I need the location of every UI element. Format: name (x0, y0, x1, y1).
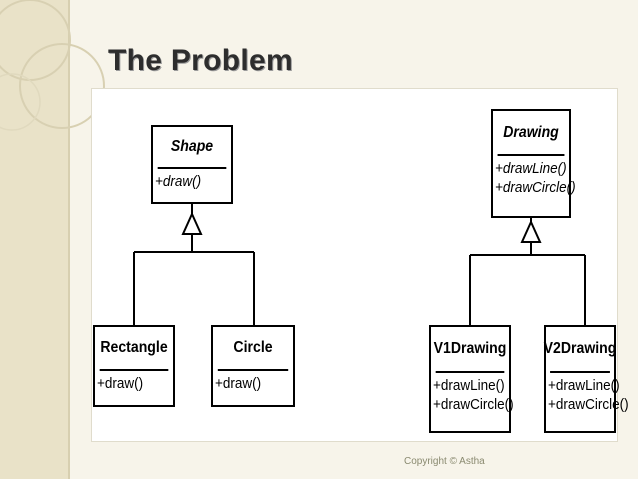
class-v2drawing-method-drawcircle: +drawCircle() (548, 396, 629, 413)
class-rectangle-name: Rectangle (99, 327, 169, 371)
class-drawing-methods: +drawLine() +drawCircle() (493, 156, 576, 197)
deco-circle-1 (0, 0, 71, 81)
decorative-circles (0, 0, 105, 131)
class-shape-name: Shape (157, 127, 227, 169)
class-v1drawing: V1Drawing +drawLine() +drawCircle() (429, 325, 514, 433)
class-circle-method-draw: +draw() (215, 375, 262, 392)
class-v1drawing-method-drawline: +drawLine() (433, 377, 505, 394)
class-v1drawing-method-drawcircle: +drawCircle() (433, 396, 514, 413)
inheritance-connectors (133, 202, 586, 325)
class-drawing-name: Drawing (497, 111, 565, 156)
shape-generalization-arrow (181, 211, 203, 235)
class-circle-methods: +draw() (213, 371, 293, 393)
class-rectangle-methods: +draw() (95, 371, 173, 393)
class-shape: Shape +draw() (151, 125, 233, 204)
class-shape-methods: +draw() (153, 169, 231, 191)
class-v2drawing-methods: +drawLine() +drawCircle() (546, 373, 629, 414)
class-circle: Circle +draw() (211, 325, 295, 407)
copyright-footer: Copyright © Astha (404, 456, 485, 467)
class-shape-method-draw: +draw() (155, 173, 202, 190)
deco-circle-3 (0, 73, 41, 131)
deco-circle-2 (19, 43, 105, 129)
class-v1drawing-name: V1Drawing (434, 327, 506, 373)
class-v2drawing-name: V2Drawing (544, 327, 616, 373)
class-drawing: Drawing +drawLine() +drawCircle() (491, 109, 576, 218)
class-v1drawing-methods: +drawLine() +drawCircle() (431, 373, 514, 414)
class-rectangle: Rectangle +draw() (93, 325, 175, 407)
uml-diagram: Shape +draw() Rectangle +draw() Circle +… (91, 88, 629, 442)
slide-title: The Problem (108, 44, 293, 77)
class-drawing-method-drawcircle: +drawCircle() (495, 179, 576, 196)
decorative-side-line (68, 0, 70, 479)
class-v2drawing-method-drawline: +drawLine() (548, 377, 620, 394)
class-rectangle-method-draw: +draw() (97, 375, 144, 392)
class-circle-name: Circle (217, 327, 289, 371)
class-v2drawing: V2Drawing +drawLine() +drawCircle() (544, 325, 629, 433)
drawing-generalization-arrow (520, 219, 542, 243)
class-drawing-method-drawline: +drawLine() (495, 160, 567, 177)
